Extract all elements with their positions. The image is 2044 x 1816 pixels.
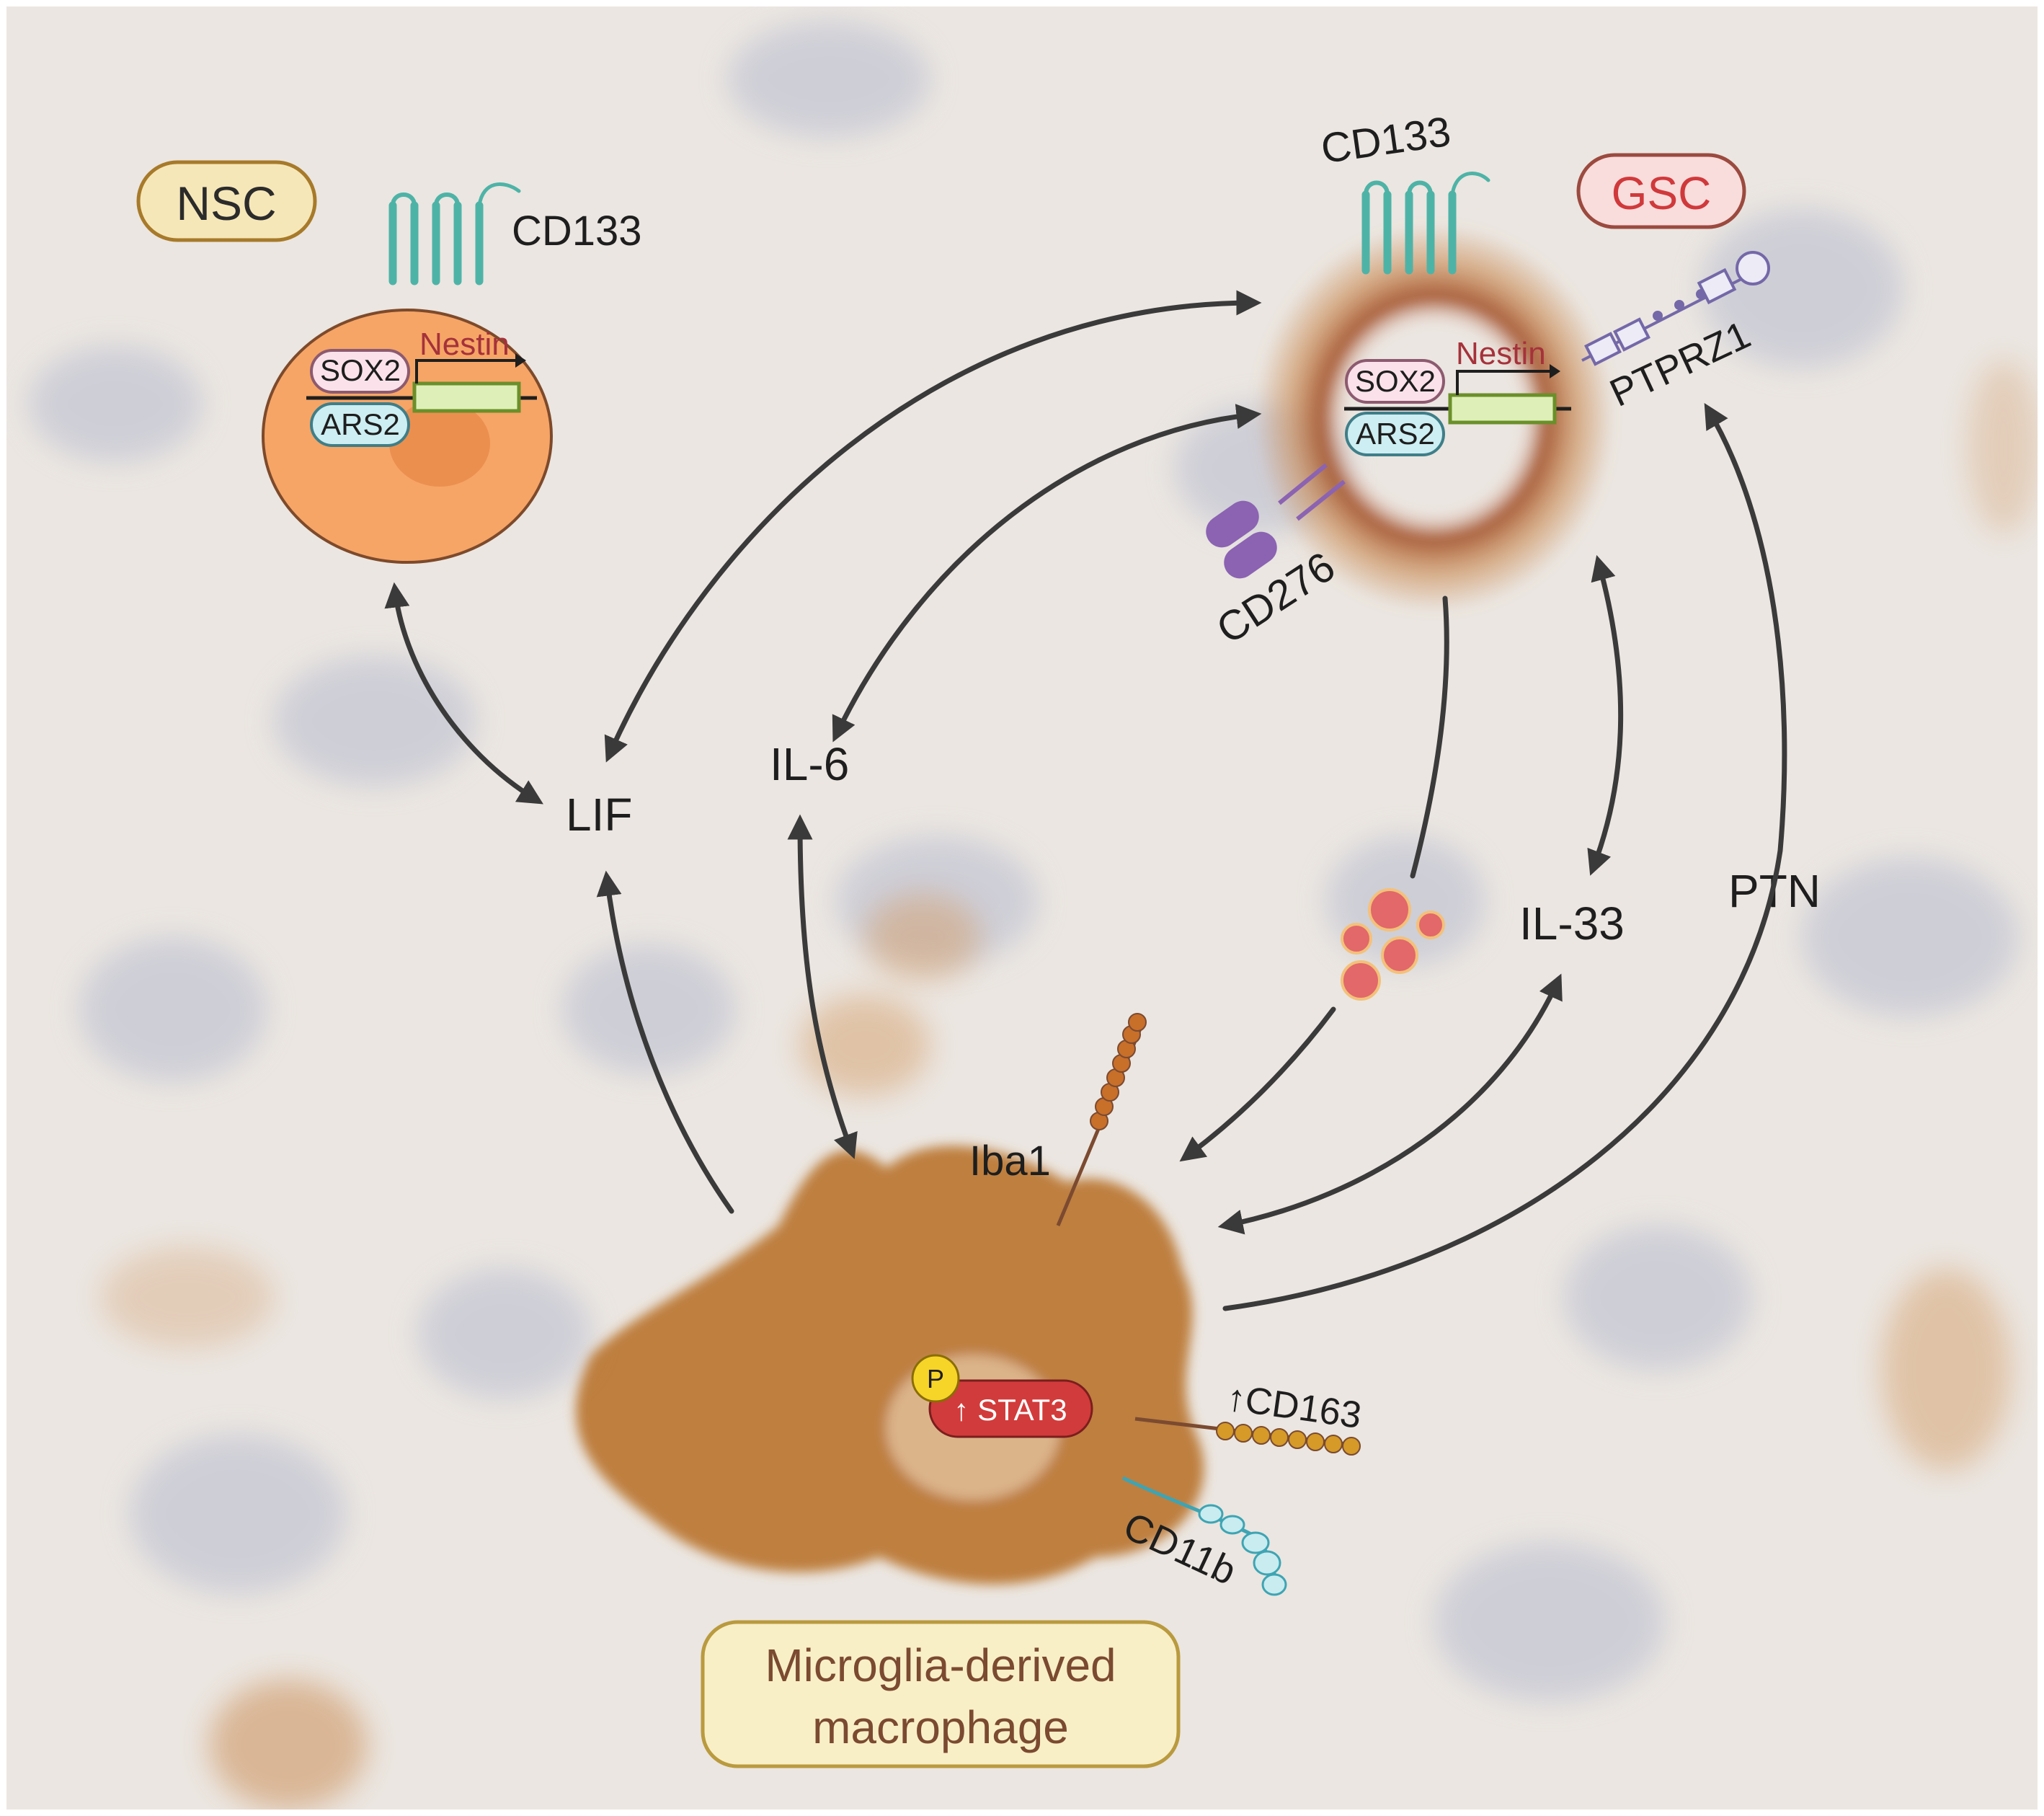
gsc-cd133-receptor-icon	[1361, 171, 1490, 275]
cd11b-receptor-icon	[1121, 1476, 1287, 1596]
gsc-badge: GSC	[1576, 153, 1746, 229]
macrophage-label-line1: Microglia-derived	[765, 1639, 1116, 1691]
nsc-cd133-receptor-icon	[388, 182, 521, 285]
arrows	[384, 290, 1787, 1311]
il33-label: IL-33	[1519, 898, 1625, 949]
gsc-nestin-label: Nestin	[1456, 336, 1546, 371]
macrophage-label-line2: macrophage	[812, 1701, 1069, 1753]
phospho-label: P	[927, 1364, 944, 1394]
cd163-receptor-icon	[1134, 1417, 1361, 1456]
gsc-gene-construct: Nestin	[1344, 336, 1571, 425]
arrow-gsc-vesicles	[1410, 595, 1449, 879]
il6-label: IL-6	[770, 738, 849, 790]
gsc-ars2-badge: ARS2	[1345, 412, 1445, 456]
svg-text:SOX2: SOX2	[1355, 364, 1436, 398]
nsc-nestin-label: Nestin	[419, 327, 510, 362]
iba1-receptor-icon	[1056, 1013, 1147, 1226]
svg-text:ARS2: ARS2	[1356, 417, 1435, 451]
nsc-sox2-badge: SOX2	[310, 349, 410, 394]
iba1-label: Iba1	[969, 1138, 1051, 1184]
arrow-il6-mac	[787, 814, 858, 1159]
lif-label: LIF	[566, 789, 632, 841]
nsc-cd133-label: CD133	[512, 208, 642, 254]
arrow-nsc-lif	[384, 582, 543, 805]
nsc-gene-construct: Nestin	[306, 327, 537, 413]
arrow-il33-mac	[1217, 973, 1563, 1235]
stat3-label: ↑ STAT3	[954, 1393, 1067, 1427]
arrow-il6-gsc	[832, 404, 1262, 743]
gsc-label: GSC	[1612, 167, 1712, 219]
nsc-badge: NSC	[136, 160, 317, 242]
svg-text:ARS2: ARS2	[321, 407, 400, 441]
macrophage-badge: Microglia-derived macrophage	[701, 1620, 1181, 1768]
gsc-sox2-badge: SOX2	[1345, 359, 1445, 404]
arrow-mac-lif	[596, 870, 734, 1214]
stat3-badge: ↑ STAT3	[928, 1379, 1093, 1438]
svg-text:SOX2: SOX2	[320, 353, 401, 387]
arrow-gsc-il33	[1587, 554, 1624, 876]
phospho-badge: P	[911, 1354, 960, 1403]
nsc-label: NSC	[176, 177, 276, 230]
gsc-ptprz1-receptor-icon	[1581, 251, 1770, 366]
nsc-ars2-badge: ARS2	[310, 402, 410, 447]
arrow-mac-ptn-gsc	[1222, 402, 1787, 1311]
